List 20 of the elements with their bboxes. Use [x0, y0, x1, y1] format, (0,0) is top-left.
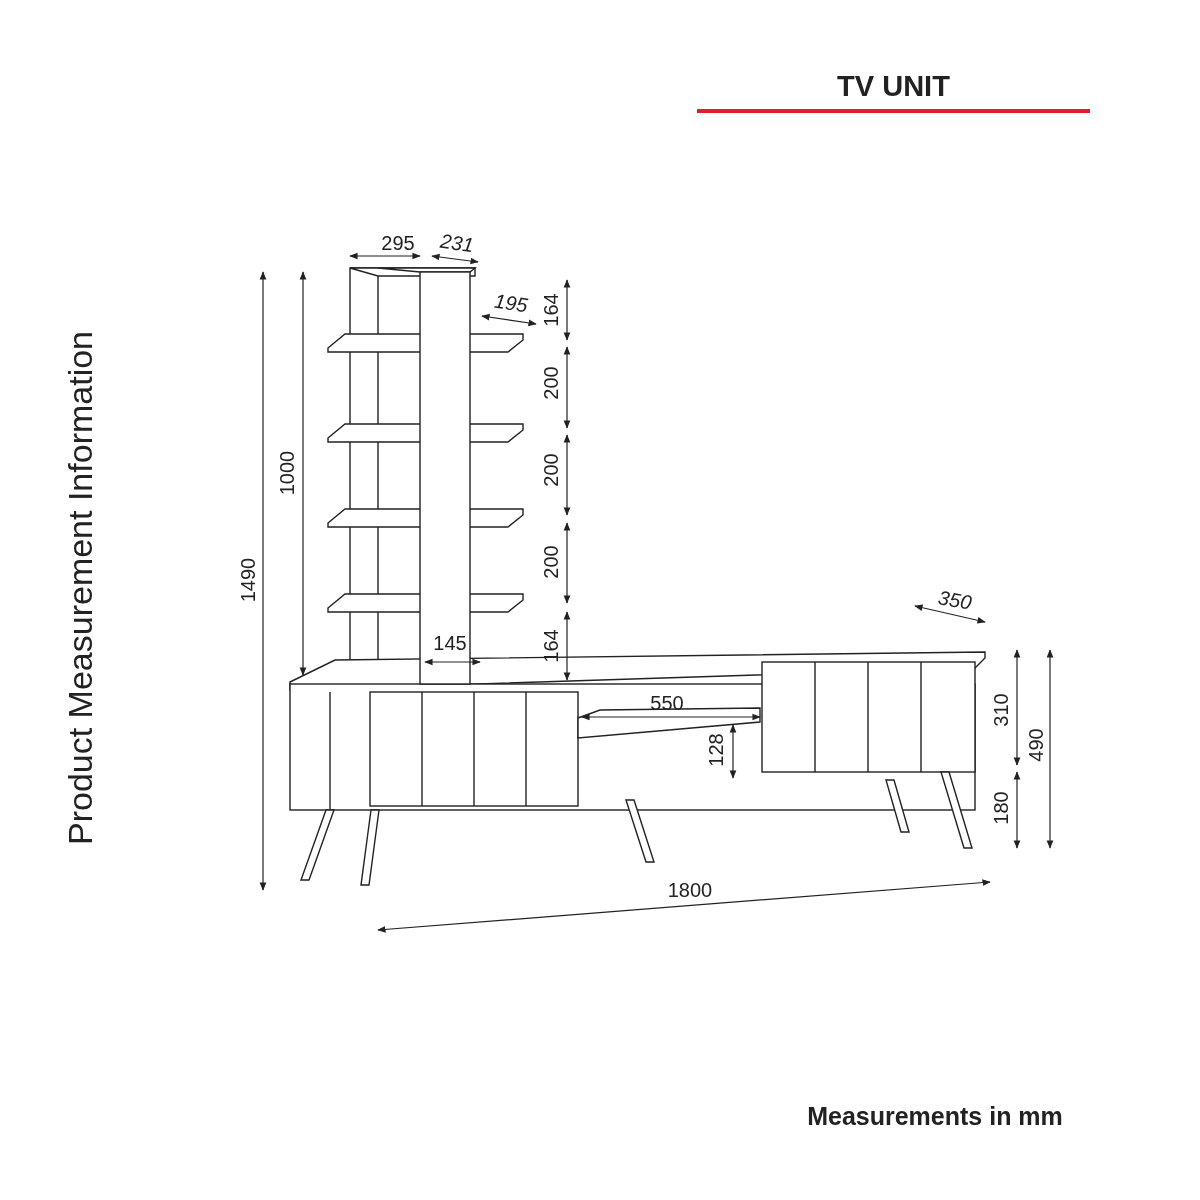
dimension-label: 195 — [493, 290, 529, 316]
dimension-label: 310 — [991, 693, 1011, 727]
dimension-label: 350 — [936, 587, 974, 613]
dimension-label: 200 — [541, 453, 561, 487]
dimension-label: 128 — [706, 733, 726, 767]
side-heading: Product Measurement Information — [63, 331, 97, 845]
dimension-label: 180 — [991, 791, 1011, 825]
dimension-label: 1000 — [277, 450, 297, 496]
dimension-label: 200 — [541, 366, 561, 400]
dimension-label: 295 — [381, 233, 415, 253]
dimension-label: 200 — [541, 545, 561, 579]
dimension-label: 550 — [650, 693, 684, 713]
dimension-label: 1800 — [667, 880, 713, 900]
dimension-label: 231 — [439, 230, 475, 256]
dimension-label: 145 — [433, 633, 467, 653]
units-note: Measurements in mm — [807, 1103, 1063, 1129]
dimension-label: 164 — [541, 293, 561, 327]
dimension-label: 1490 — [238, 557, 258, 603]
title: TV UNIT — [836, 70, 951, 103]
dimension-label: 490 — [1026, 728, 1046, 762]
